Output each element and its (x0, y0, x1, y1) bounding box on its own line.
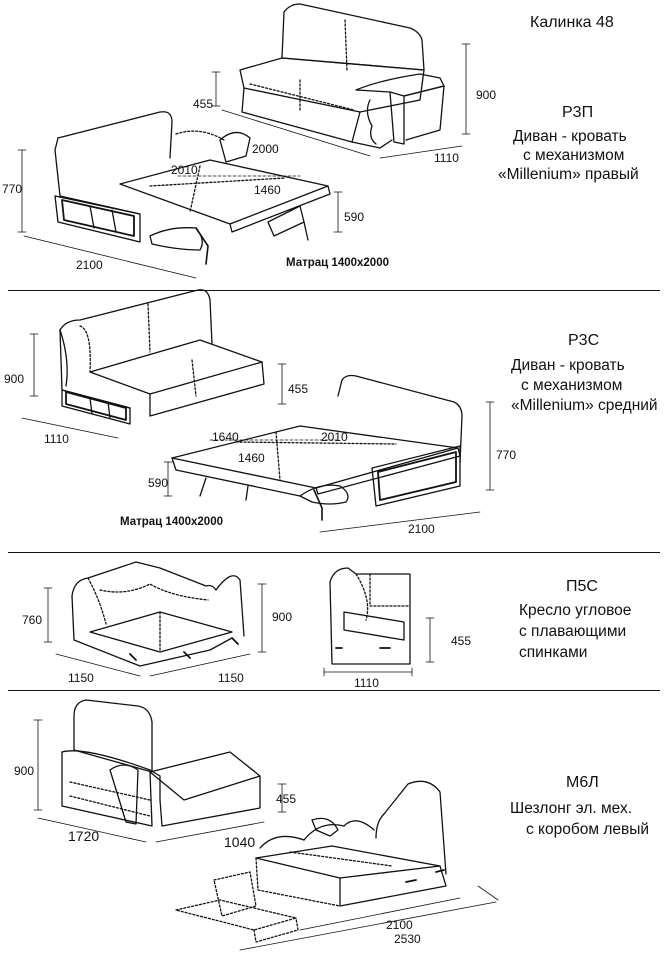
r3s-dim-900: 900 (4, 372, 25, 386)
m6l-desc-line-1: Шезлонг эл. мех. (510, 800, 632, 817)
p5s-dim-455: 455 (451, 634, 472, 648)
r3p-dim-1460: 1460 (254, 183, 281, 197)
r3p-code: Р3П (562, 104, 594, 121)
p5s-code: П5С (566, 578, 598, 595)
m6l-dim-1040: 1040 (224, 834, 256, 850)
r3p-desc-line-3: «Millenium» правый (498, 166, 639, 183)
p5s-desc-line-3: спинками (519, 644, 588, 661)
r3s-code: Р3С (568, 332, 600, 349)
r3s-desc-line-2: с механизмом (521, 377, 623, 394)
r3s-desc-line-3: «Millenium» средний (511, 397, 658, 414)
r3s-dim-455: 455 (288, 382, 309, 396)
corner-chair-p5s-side-drawing (323, 567, 435, 677)
r3s-dim-1110: 1110 (44, 432, 69, 446)
p5s-desc-line-2: с плавающими (519, 623, 627, 640)
r3s-mattress: Матрац 1400x2000 (120, 516, 223, 528)
sofa-r3p-open-drawing (17, 111, 343, 279)
m6l-dim-455: 455 (276, 792, 297, 806)
sofa-r3p-closed-drawing (211, 3, 471, 159)
sofa-r3s-closed-drawing (21, 289, 287, 439)
p5s-desc-line-1: Кресло угловое (519, 602, 632, 619)
p5s-dim-1110: 1110 (354, 676, 379, 690)
r3s-dim-2010: 2010 (321, 430, 348, 444)
r3p-dim-1110: 1110 (434, 151, 459, 165)
m6l-code: М6Л (566, 774, 599, 791)
chaise-m6l-closed-drawing (33, 699, 287, 843)
section-divider (8, 552, 660, 553)
m6l-dim-1720: 1720 (68, 828, 100, 844)
p5s-dim-1150-left: 1150 (68, 671, 94, 685)
corner-chair-p5s-drawing (43, 561, 267, 677)
r3p-mattress: Матрац 1400x2000 (286, 257, 389, 269)
m6l-dim-2100: 2100 (386, 918, 413, 932)
r3s-dim-2100: 2100 (408, 522, 435, 536)
r3p-dim-2010: 2010 (171, 163, 198, 177)
r3p-desc-line-2: с механизмом (523, 147, 625, 164)
section-divider (8, 290, 660, 291)
r3p-dim-2100: 2100 (76, 258, 103, 272)
r3p-dim-2000: 2000 (252, 142, 279, 156)
r3s-dim-590: 590 (148, 476, 169, 490)
p5s-dim-1150-right: 1150 (218, 671, 244, 685)
p5s-dim-900: 900 (272, 610, 293, 624)
sofa-r3s-open-drawing (163, 374, 495, 533)
chaise-m6l-open-drawing (175, 780, 499, 951)
r3p-dim-900: 900 (476, 88, 497, 102)
r3p-desc-line-1: Диван - кровать (513, 128, 627, 145)
r3s-dim-770: 770 (496, 448, 517, 462)
r3p-dim-770: 770 (2, 182, 23, 196)
r3s-desc-line-1: Диван - кровать (511, 357, 625, 374)
r3p-dim-455: 455 (193, 97, 214, 111)
page-title: Калинка 48 (530, 14, 614, 31)
p5s-dim-760: 760 (22, 613, 43, 627)
m6l-dim-900: 900 (14, 764, 35, 778)
r3s-dim-1640: 1640 (212, 430, 239, 444)
m6l-desc-line-2: с коробом левый (526, 821, 650, 838)
r3s-dim-1460: 1460 (238, 451, 265, 465)
section-divider (8, 690, 660, 691)
m6l-dim-2530: 2530 (394, 932, 421, 946)
r3p-dim-590: 590 (344, 210, 365, 224)
